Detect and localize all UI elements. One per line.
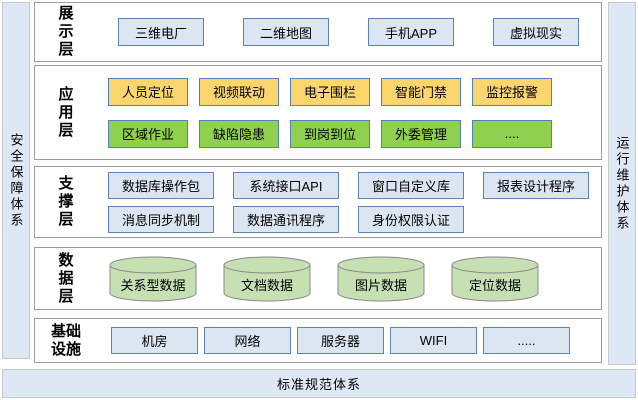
layer-support: 支撑层 数据库操作包 系统接口API 窗口自定义库 报表设计程序 消息同步机制 … — [34, 166, 602, 238]
box-system-interface-api: 系统接口API — [233, 171, 339, 199]
security-assurance-side-bar: 安全保障体系 — [2, 2, 30, 359]
box-identity-authentication: 身份权限认证 — [358, 205, 464, 233]
cylinder-relational-data: 关系型数据 — [109, 256, 197, 302]
cylinder-positioning-data: 定位数据 — [451, 256, 539, 302]
box-defect-hazard: 缺陷隐患 — [199, 119, 279, 148]
database-cylinder-icon — [337, 256, 425, 301]
box-application-more: .... — [472, 119, 552, 148]
box-report-design-program: 报表设计程序 — [483, 171, 589, 199]
box-monitoring-alarm: 监控报警 — [472, 77, 552, 106]
standards-label: 标准规范体系 — [276, 377, 361, 392]
database-cylinder-icon — [109, 256, 197, 301]
operation-maintenance-side-bar: 运行维护体系 — [608, 2, 636, 365]
data-row: 关系型数据 文档数据 图片数据 — [97, 256, 601, 302]
box-database-operation-pack: 数据库操作包 — [108, 171, 214, 199]
layer-presentation-title: 展示层 — [58, 5, 74, 58]
layer-application-title: 应用层 — [58, 85, 74, 139]
box-virtual-reality: 虚拟现实 — [493, 18, 579, 46]
cylinder-document-data: 文档数据 — [223, 256, 311, 302]
presentation-row: 三维电厂 二维地图 手机APP 虚拟现实 — [97, 18, 601, 46]
layer-data-title: 数据层 — [58, 251, 74, 305]
box-data-communication-program: 数据通讯程序 — [233, 205, 339, 233]
box-area-operations: 区域作业 — [108, 119, 188, 148]
standards-bottom-bar: 标准规范体系 — [2, 369, 636, 398]
layer-infrastructure: 基础设施 机房 网络 服务器 WIFI ..... — [34, 318, 602, 363]
layer-application: 应用层 人员定位 视频联动 电子围栏 智能门禁 监控报警 区域作业 缺陷隐患 到… — [34, 65, 602, 160]
box-3d-plant: 三维电厂 — [118, 18, 204, 46]
box-video-linkage: 视频联动 — [199, 77, 279, 106]
application-row-2: 区域作业 缺陷隐患 到岗到位 外委管理 .... — [97, 119, 601, 148]
box-outsourcing-management: 外委管理 — [381, 119, 461, 148]
layer-support-title: 支撑层 — [58, 175, 74, 228]
layer-infrastructure-title: 基础设施 — [50, 322, 81, 358]
support-row-1: 数据库操作包 系统接口API 窗口自定义库 报表设计程序 — [97, 171, 601, 199]
cylinder-image-data: 图片数据 — [337, 256, 425, 302]
application-row-1: 人员定位 视频联动 电子围栏 智能门禁 监控报警 — [97, 77, 601, 106]
operation-maintenance-label: 运行维护体系 — [614, 135, 630, 232]
infrastructure-row: 机房 网络 服务器 WIFI ..... — [97, 327, 601, 354]
box-network: 网络 — [204, 327, 291, 354]
database-cylinder-icon — [223, 256, 311, 301]
box-smart-access-control: 智能门禁 — [381, 77, 461, 106]
database-cylinder-icon — [451, 256, 539, 301]
layer-data: 数据层 关系型数据 文档数据 — [34, 247, 602, 310]
security-assurance-label: 安全保障体系 — [8, 132, 24, 229]
support-row-2: 消息同步机制 数据通讯程序 身份权限认证 — [97, 205, 601, 233]
box-infrastructure-more: ..... — [483, 327, 570, 354]
box-2d-map: 二维地图 — [243, 18, 329, 46]
box-personnel-positioning: 人员定位 — [108, 77, 188, 106]
box-wifi: WIFI — [390, 327, 477, 354]
box-machine-room: 机房 — [111, 327, 198, 354]
box-server: 服务器 — [297, 327, 384, 354]
box-mobile-app: 手机APP — [368, 18, 454, 46]
box-on-post-in-place: 到岗到位 — [290, 119, 370, 148]
box-message-sync-mechanism: 消息同步机制 — [108, 205, 214, 233]
layer-presentation: 展示层 三维电厂 二维地图 手机APP 虚拟现实 — [34, 2, 602, 62]
box-electronic-fence: 电子围栏 — [290, 77, 370, 106]
box-window-custom-library: 窗口自定义库 — [358, 171, 464, 199]
